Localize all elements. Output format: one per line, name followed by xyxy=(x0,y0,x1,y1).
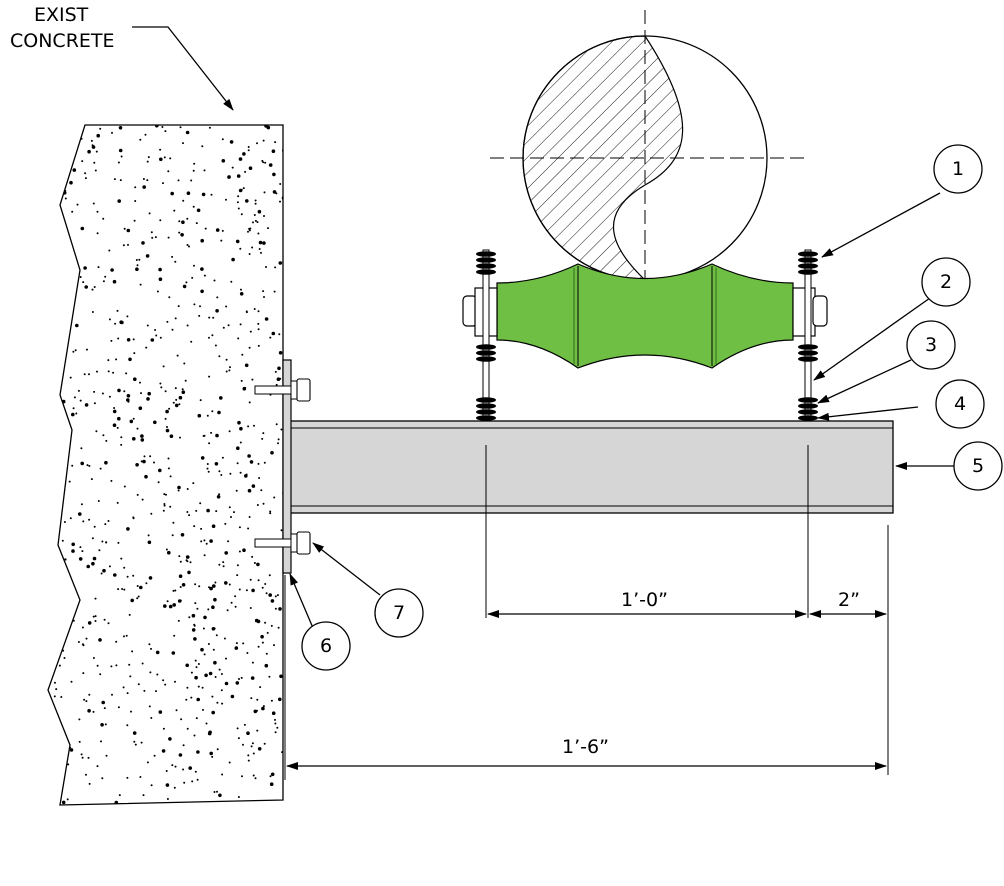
callout-3: 3 xyxy=(906,320,956,370)
callout-7: 7 xyxy=(374,588,424,638)
callout-leaders xyxy=(289,192,954,629)
svg-text:1: 1 xyxy=(952,158,964,180)
base-plate xyxy=(282,359,292,574)
anchor-bolt-top xyxy=(254,378,311,402)
svg-text:3: 3 xyxy=(925,334,937,356)
dim-roller-spacing-text: 1’-0” xyxy=(621,589,668,611)
concrete-wall xyxy=(47,124,284,806)
callout-1: 1 xyxy=(933,144,983,194)
pipe-roller xyxy=(496,263,794,369)
dimension-lines: 1’-0” 2” 1’-6” xyxy=(284,445,889,780)
svg-text:2: 2 xyxy=(940,271,952,293)
roller-end-left xyxy=(462,287,498,337)
wall-label: EXIST CONCRETE xyxy=(10,4,234,111)
wall-label-line1: EXIST xyxy=(34,4,89,26)
callout-6: 6 xyxy=(301,621,351,671)
svg-text:6: 6 xyxy=(320,635,332,657)
threaded-rod-right xyxy=(798,249,818,442)
dim-edge-offset-text: 2” xyxy=(838,589,860,611)
steel-beam xyxy=(289,420,894,514)
callout-2: 2 xyxy=(921,257,971,307)
pipe xyxy=(490,10,810,310)
callout-5: 5 xyxy=(953,441,1003,491)
wall-label-leader xyxy=(132,26,234,111)
svg-text:5: 5 xyxy=(972,455,984,477)
callout-4: 4 xyxy=(935,379,985,429)
svg-text:4: 4 xyxy=(954,393,966,415)
anchor-bolt-bottom xyxy=(254,531,311,555)
wall-label-line2: CONCRETE xyxy=(10,30,115,52)
svg-text:7: 7 xyxy=(393,602,405,624)
dim-overall-text: 1’-6” xyxy=(562,736,609,758)
threaded-rod-left xyxy=(476,249,496,442)
